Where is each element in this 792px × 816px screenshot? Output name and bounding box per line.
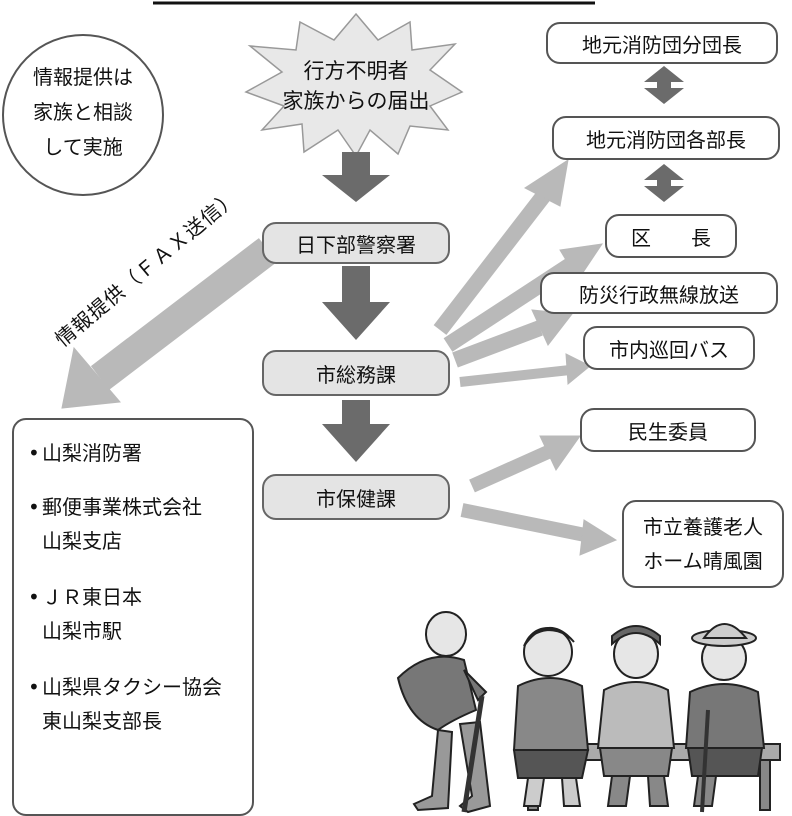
arrow-to-section-chief <box>433 185 555 335</box>
double-arrow-2 <box>644 164 684 202</box>
fire-section-chief-label: 地元消防団各部長 <box>586 127 746 152</box>
list-item: •山梨消防署 <box>28 441 142 465</box>
info-circle <box>2 34 164 196</box>
arrow-to-radio <box>452 320 543 368</box>
list-item: •ＪＲ東日本 山梨市駅 <box>28 580 242 648</box>
list-item-line-1: ＪＲ東日本 <box>42 585 142 609</box>
ward-chief-box: 区 長 <box>605 214 737 258</box>
arrow-down-2 <box>322 266 390 340</box>
nursing-home-box: 市立養護老人 ホーム晴風園 <box>622 500 784 588</box>
arrow-to-welfare <box>469 445 551 493</box>
seated-man <box>596 625 676 807</box>
old-man-with-cane <box>396 611 492 814</box>
nursing-home-line-2: ホーム晴風園 <box>643 549 763 573</box>
burst-line-1: 行方不明者 <box>303 59 409 83</box>
general-affairs-label: 市総務課 <box>316 362 396 387</box>
list-item-line-1: 山梨県タクシー協会 <box>42 675 222 699</box>
radio-label: 防災行政無線放送 <box>579 282 739 307</box>
circle-line-2: 家族と相談 <box>33 100 133 124</box>
fire-branch-chief-label: 地元消防団分団長 <box>582 32 742 57</box>
police-box: 日下部警察署 <box>262 222 450 264</box>
police-label: 日下部警察署 <box>296 232 416 257</box>
missing-person-report: 行方不明者 家族からの届出 <box>280 56 432 116</box>
health-label: 市保健課 <box>316 486 396 511</box>
fire-branch-chief-box: 地元消防団分団長 <box>546 22 778 64</box>
elderly-people-illustration <box>396 611 781 814</box>
fire-section-chief-box: 地元消防団各部長 <box>552 116 780 160</box>
list-item-line-1: 郵便事業株式会社 <box>42 495 202 519</box>
seated-woman <box>512 626 590 807</box>
arrow-fax <box>90 238 278 390</box>
notification-list: •山梨消防署 •郵便事業株式会社 山梨支店 •ＪＲ東日本 山梨市駅 •山梨県タク… <box>12 418 254 816</box>
general-affairs-box: 市総務課 <box>262 350 450 396</box>
arrow-down-1 <box>322 152 390 202</box>
welfare-label: 民生委員 <box>628 419 708 444</box>
health-box: 市保健課 <box>262 474 450 520</box>
list-item-line-2: 山梨市駅 <box>42 619 122 643</box>
nursing-home-line-1: 市立養護老人 <box>643 515 763 539</box>
info-circle-text: 情報提供は 家族と相談 して実施 <box>8 60 158 165</box>
bus-box: 市内巡回バス <box>583 326 755 370</box>
list-item: •郵便事業株式会社 山梨支店 <box>28 490 242 558</box>
radio-box: 防災行政無線放送 <box>540 272 778 314</box>
arrow-down-3 <box>322 400 390 462</box>
seated-man-with-hat <box>684 623 766 813</box>
list-item-line-2: 山梨支店 <box>42 529 122 553</box>
welfare-box: 民生委員 <box>580 408 756 452</box>
arrow-to-bus <box>459 365 571 387</box>
bus-label: 市内巡回バス <box>609 337 729 362</box>
circle-line-3: して実施 <box>43 135 123 159</box>
arrow-to-nursing <box>460 503 592 543</box>
list-item-line-2: 東山梨支部長 <box>42 709 162 733</box>
list-item: •山梨県タクシー協会 東山梨支部長 <box>28 670 242 738</box>
ward-chief-label: 区 長 <box>631 225 711 250</box>
list-item-line-1: 山梨消防署 <box>42 441 142 465</box>
double-arrow-1 <box>644 66 684 104</box>
circle-line-1: 情報提供は <box>33 65 133 89</box>
burst-line-2: 家族からの届出 <box>282 89 430 113</box>
